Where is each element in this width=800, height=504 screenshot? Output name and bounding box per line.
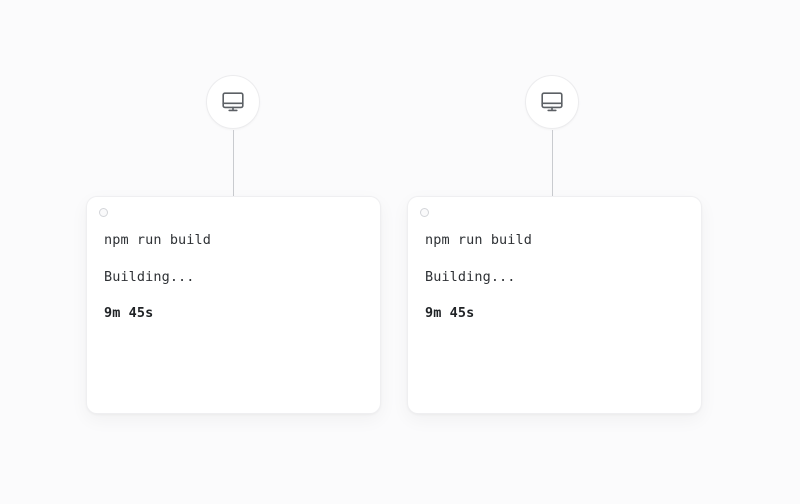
connector-line (232, 130, 234, 208)
build-node: npm run build Building... 9m 45s (83, 0, 383, 504)
status-badge (99, 208, 108, 217)
build-log: npm run build Building... 9m 45s (425, 232, 685, 321)
build-card[interactable]: npm run build Building... 9m 45s (407, 196, 702, 414)
build-log: npm run build Building... 9m 45s (104, 232, 364, 321)
build-card[interactable]: npm run build Building... 9m 45s (86, 196, 381, 414)
status-badge (420, 208, 429, 217)
monitor-icon (220, 89, 246, 115)
build-status-text: Building... (104, 268, 195, 285)
build-elapsed-time: 9m 45s (425, 305, 475, 321)
build-status-text: Building... (425, 268, 516, 285)
monitor-icon-badge[interactable] (206, 75, 260, 129)
build-node: npm run build Building... 9m 45s (404, 0, 704, 504)
build-command: npm run build (425, 232, 532, 248)
connector-line (551, 130, 553, 208)
build-elapsed-time: 9m 45s (104, 305, 154, 321)
monitor-icon (539, 89, 565, 115)
build-command: npm run build (104, 232, 211, 248)
monitor-icon-badge[interactable] (525, 75, 579, 129)
